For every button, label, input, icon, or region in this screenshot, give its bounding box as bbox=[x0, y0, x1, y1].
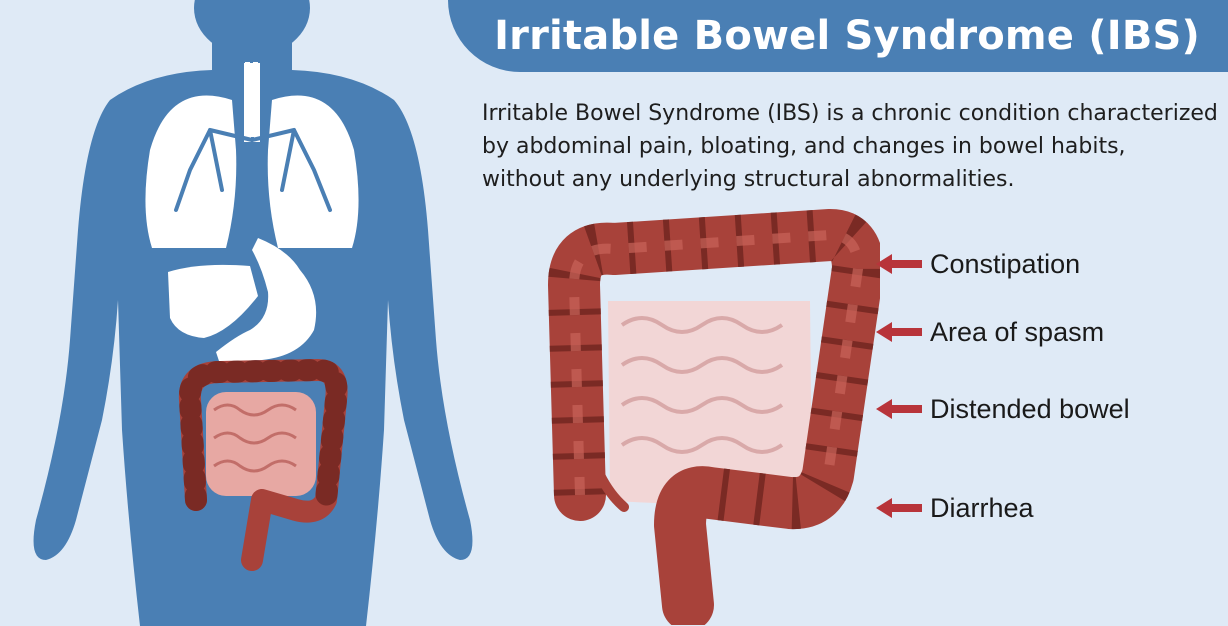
human-body-illustration bbox=[33, 0, 473, 626]
label-text: Distended bowel bbox=[930, 393, 1130, 424]
arrow-left-icon bbox=[876, 254, 922, 274]
label-distended-bowel: Distended bowel bbox=[876, 391, 1130, 427]
small-intestine-icon bbox=[206, 392, 316, 496]
large-intestine-small-icon bbox=[178, 358, 348, 571]
liver-icon bbox=[168, 264, 258, 338]
arrow-left-icon bbox=[876, 322, 922, 342]
label-area-of-spasm: Area of spasm bbox=[876, 314, 1104, 350]
label-diarrhea: Diarrhea bbox=[876, 490, 1034, 526]
title-banner: Irritable Bowel Syndrome (IBS) bbox=[448, 0, 1228, 72]
description-line-2: by abdominal pain, bloating, and changes… bbox=[482, 134, 1126, 159]
arrow-left-icon bbox=[876, 498, 922, 518]
description-text: Irritable Bowel Syndrome (IBS) is a chro… bbox=[482, 97, 1218, 196]
arrow-left-icon bbox=[876, 399, 922, 419]
label-constipation: Constipation bbox=[876, 246, 1080, 282]
description-line-3: without any underlying structural abnorm… bbox=[482, 167, 1015, 192]
large-intestine-icon bbox=[547, 208, 880, 625]
description-line-1: Irritable Bowel Syndrome (IBS) is a chro… bbox=[482, 101, 1218, 126]
lungs-icon bbox=[145, 61, 359, 248]
label-text: Constipation bbox=[930, 248, 1081, 279]
stomach-icon bbox=[216, 238, 317, 370]
label-text: Area of spasm bbox=[930, 316, 1105, 347]
page-title: Irritable Bowel Syndrome (IBS) bbox=[494, 13, 1200, 59]
label-text: Diarrhea bbox=[930, 492, 1034, 523]
